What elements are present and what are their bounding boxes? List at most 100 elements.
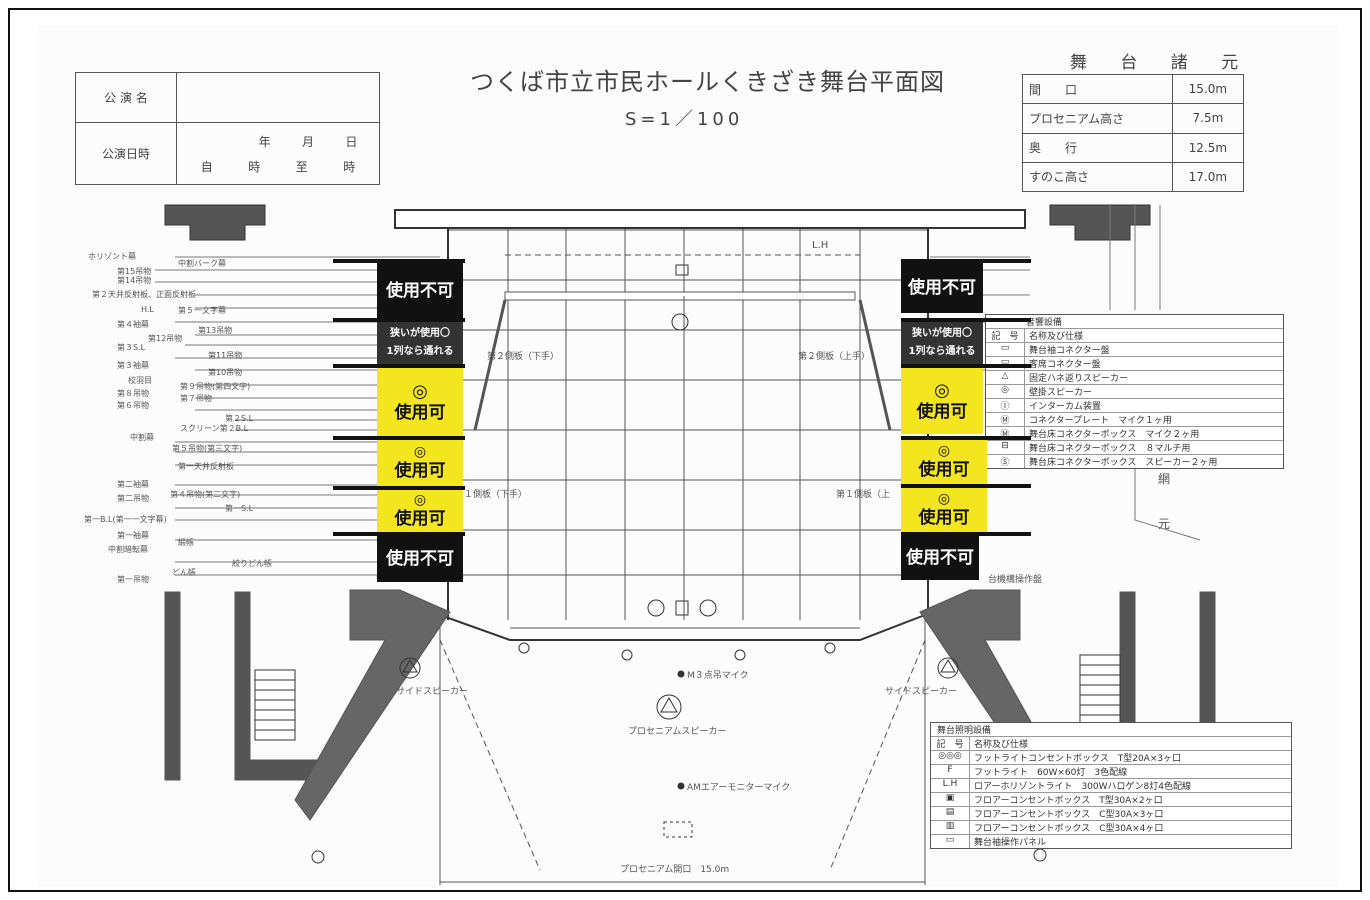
side-panel-2-right: 第２側板（上手）: [798, 352, 871, 362]
side-panel-1-right: 第１側板（上: [836, 490, 891, 500]
batten-label: 第２天井反射板、正面反射板: [92, 290, 196, 299]
zone-divider: [333, 364, 465, 368]
batten-label: 第一B.L(第一一文字幕): [84, 515, 167, 524]
batten-label: 緞帳: [178, 538, 194, 547]
hour-from-label: 時: [248, 159, 261, 174]
zone-divider: [333, 259, 465, 263]
lighting-legend-item: フロアーコンセントボックス T型30A×2ヶ口: [974, 796, 1163, 806]
spec-label: すのこ高さ: [1022, 161, 1173, 193]
usable-symbol-icon: ◎: [937, 443, 951, 460]
lighting-legend-col2: 名称及び仕様: [974, 740, 1029, 750]
air-monitor-mic-label: AMエアーモニターマイク: [687, 783, 791, 793]
lighting-legend-item: フットライト 60W×60灯 3色配線: [974, 768, 1128, 778]
day-unit: 日: [345, 134, 358, 149]
narrow-label-line2: 1列なら通れる: [908, 346, 976, 357]
spec-value: 7.5m: [1171, 103, 1245, 134]
batten-label: 第二吊物: [117, 494, 149, 503]
zone-usable-left-2: ◎ 使用可: [377, 440, 463, 486]
sound-legend-col2: 名称及び仕様: [1029, 332, 1084, 342]
narrow-label-line2: 1列なら通れる: [386, 346, 454, 357]
spec-value: 15.0m: [1171, 73, 1245, 105]
usable-label: 使用可: [394, 402, 446, 423]
zone-narrow-left: 狭いが使用〇 1列なら通れる: [377, 322, 463, 364]
zone-divider: [901, 318, 1031, 322]
stage-panel-label: 台機構操作盤: [988, 575, 1043, 585]
sound-legend-item: 壁掛スピーカー: [1029, 388, 1093, 398]
symbol-icon: Ⓘ: [986, 399, 1025, 412]
batten-label: 第10吊物: [208, 368, 243, 377]
batten-label: 第７吊物: [180, 394, 212, 403]
batten-label: スクリーン第２B.L: [180, 424, 249, 433]
batten-label: 第９吊物(第四文字): [180, 382, 251, 391]
batten-label: 第４吊物(第二文字): [170, 490, 241, 499]
spec-label: プロセニアム高さ: [1022, 103, 1173, 134]
unusable-label: 使用不可: [906, 547, 974, 568]
batten-label: 第一天井反射板: [178, 462, 234, 471]
lighting-legend-item: 舞台袖操作パネル: [974, 838, 1047, 848]
sound-legend-title: 音響設備: [986, 315, 1283, 329]
batten-label: 第11吊物: [208, 351, 243, 360]
zone-usable-right-3: ◎ 使用可: [901, 488, 987, 532]
legend-symbol: L.H: [931, 779, 970, 792]
batten-label: 第二袖幕: [117, 480, 149, 489]
symbol-icon: Ⓜ: [986, 413, 1025, 426]
batten-label: 校羽目: [128, 376, 152, 385]
zone-divider: [333, 486, 465, 490]
side-panel-1-left: １側板（下手）: [464, 490, 528, 500]
batten-label: 第５一文字幕: [178, 306, 226, 315]
zone-usable-right-1: ◎ 使用可: [901, 368, 983, 434]
legend-symbol: ▥: [931, 821, 970, 834]
sound-legend-item: 舞台床コネクターボックス ８マルチ用: [1029, 444, 1191, 454]
performance-info-box: 公 演 名 公演日時 年 月 日 自 時 至 時: [75, 72, 380, 185]
batten-label: 第５吊物(第三文字): [172, 444, 243, 453]
batten-label: 第一袖幕: [117, 531, 149, 540]
symbol-icon: △: [986, 371, 1025, 384]
batten-label: H.L: [141, 305, 154, 314]
batten-label: 中割バーク幕: [178, 259, 226, 268]
zone-divider: [333, 532, 465, 536]
batten-label: 第12吊物: [148, 334, 183, 343]
legend-symbol: ◎◎◎: [931, 751, 970, 764]
usable-symbol-icon: ◎: [413, 444, 427, 461]
performance-date-field: 年 月 日 自 時 至 時: [176, 122, 380, 185]
usable-symbol-icon: ◎: [937, 491, 951, 508]
narrow-label-line1: 狭いが使用〇: [912, 328, 972, 339]
sound-legend-item: 固定ハネ返りスピーカー: [1029, 374, 1129, 384]
zone-divider: [901, 436, 1031, 440]
batten-label: 第３袖幕: [117, 361, 149, 370]
batten-label: どん帳: [172, 568, 196, 577]
zone-divider: [333, 436, 465, 440]
to-label: 至: [295, 159, 308, 174]
side-panel-2-left: 第２側板（下手）: [487, 352, 560, 362]
lighting-legend-item: フロアーコンセントボックス C型30A×4ヶ口: [974, 824, 1164, 834]
unusable-label: 使用不可: [386, 280, 454, 301]
proscenium-width-label: プロセニアム開口 15.0m: [620, 865, 730, 875]
usable-label: 使用可: [916, 401, 968, 422]
usable-symbol-icon: ◎: [413, 492, 427, 509]
batten-label: ホリゾント幕: [88, 252, 136, 261]
zone-unusable-right-front: 使用不可: [901, 536, 979, 580]
year-unit: 年: [258, 134, 271, 149]
usable-label: 使用可: [918, 460, 970, 481]
drawing-scale: S=1／100: [625, 109, 744, 130]
batten-label: 絞りどん帳: [232, 559, 272, 568]
sound-legend-item: 舞台床コネクターボックス スピーカー２ヶ用: [1029, 458, 1218, 468]
symbol-icon: ▭: [986, 357, 1025, 370]
batten-label: 第８吊物: [117, 389, 149, 398]
lh-label: L.H: [812, 240, 829, 251]
zone-usable-right-2: ◎ 使用可: [901, 440, 987, 484]
lighting-legend-col1: 記 号: [931, 737, 970, 750]
zone-usable-left-3: ◎ 使用可: [377, 490, 463, 532]
batten-label: 第一S.L: [225, 504, 254, 513]
usable-symbol-icon: ◎: [934, 380, 950, 401]
usable-label: 使用可: [918, 508, 970, 529]
lighting-equipment-legend: 舞台照明設備 記 号名称及び仕様 ◎◎◎フットライトコンセントボックス T型20…: [930, 722, 1292, 849]
three-point-mic-label: M３点吊マイク: [687, 671, 749, 681]
symbol-icon: ◎: [986, 385, 1025, 398]
narrow-label-line1: 狭いが使用〇: [390, 328, 450, 339]
spec-label: 間 口: [1022, 73, 1173, 105]
proscenium-speaker-label: プロセニアムスピーカー: [628, 727, 727, 737]
batten-label: 中割幕: [130, 433, 154, 442]
